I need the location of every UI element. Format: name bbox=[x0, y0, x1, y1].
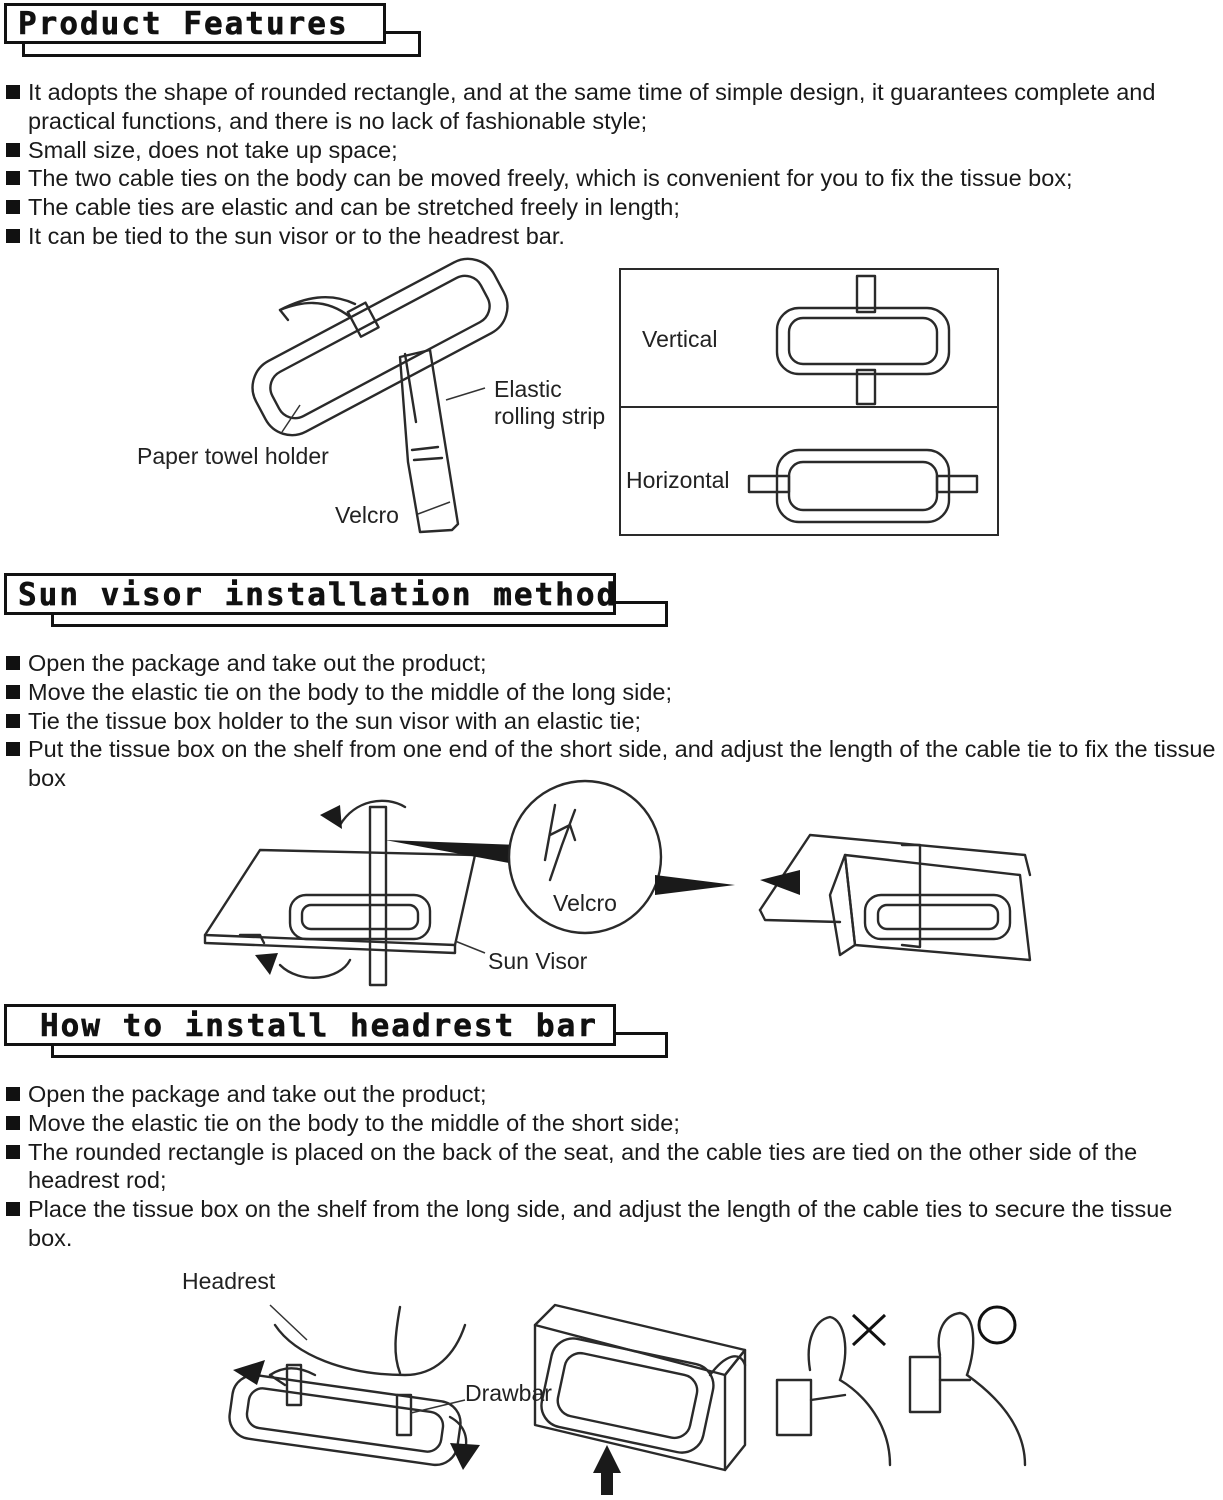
velcro-label: Velcro bbox=[335, 502, 399, 528]
list-item: Open the package and take out the produc… bbox=[6, 1080, 1221, 1109]
section-title: How to install headrest bar bbox=[40, 1008, 598, 1045]
header-box bbox=[4, 573, 616, 615]
elastic-strip-label-2: rolling strip bbox=[494, 403, 606, 429]
headrest-list: Open the package and take out the produc… bbox=[6, 1080, 1221, 1253]
drawbar-label: Drawbar bbox=[465, 1380, 552, 1406]
list-item: Small size, does not take up space; bbox=[6, 136, 1221, 165]
list-item: Open the package and take out the produc… bbox=[6, 649, 1221, 678]
sun-visor-diagram bbox=[203, 779, 1032, 987]
header-box bbox=[4, 1004, 616, 1046]
sun-visor-label: Sun Visor bbox=[488, 948, 588, 974]
sun-visor-list: Open the package and take out the produc… bbox=[6, 649, 1221, 793]
list-item: Put the tissue box on the shelf from one… bbox=[6, 735, 1221, 793]
paper-towel-holder-label: Paper towel holder bbox=[137, 443, 329, 469]
list-item: It can be tied to the sun visor or to th… bbox=[6, 222, 1221, 251]
list-item: The cable ties are elastic and can be st… bbox=[6, 193, 1221, 222]
list-item: It adopts the shape of rounded rectangle… bbox=[6, 78, 1221, 136]
header-box bbox=[4, 3, 386, 44]
velcro-callout-label: Velcro bbox=[553, 890, 617, 916]
horizontal-label: Horizontal bbox=[626, 467, 730, 493]
list-item: The rounded rectangle is placed on the b… bbox=[6, 1138, 1221, 1196]
list-item: Place the tissue box on the shelf from t… bbox=[6, 1195, 1221, 1253]
orientation-box bbox=[619, 268, 999, 536]
headrest-label: Headrest bbox=[182, 1268, 276, 1294]
headrest-diagram bbox=[228, 1303, 1027, 1495]
list-item: Tie the tissue box holder to the sun vis… bbox=[6, 707, 1221, 736]
list-item: Move the elastic tie on the body to the … bbox=[6, 1109, 1221, 1138]
section-title: Sun visor installation method bbox=[18, 577, 618, 614]
list-item: Move the elastic tie on the body to the … bbox=[6, 678, 1221, 707]
product-diagram bbox=[251, 257, 509, 534]
vertical-label: Vertical bbox=[642, 326, 718, 352]
features-list: It adopts the shape of rounded rectangle… bbox=[6, 78, 1221, 251]
section-title: Product Features bbox=[18, 6, 349, 43]
elastic-strip-label: Elastic bbox=[494, 376, 562, 402]
list-item: The two cable ties on the body can be mo… bbox=[6, 164, 1221, 193]
